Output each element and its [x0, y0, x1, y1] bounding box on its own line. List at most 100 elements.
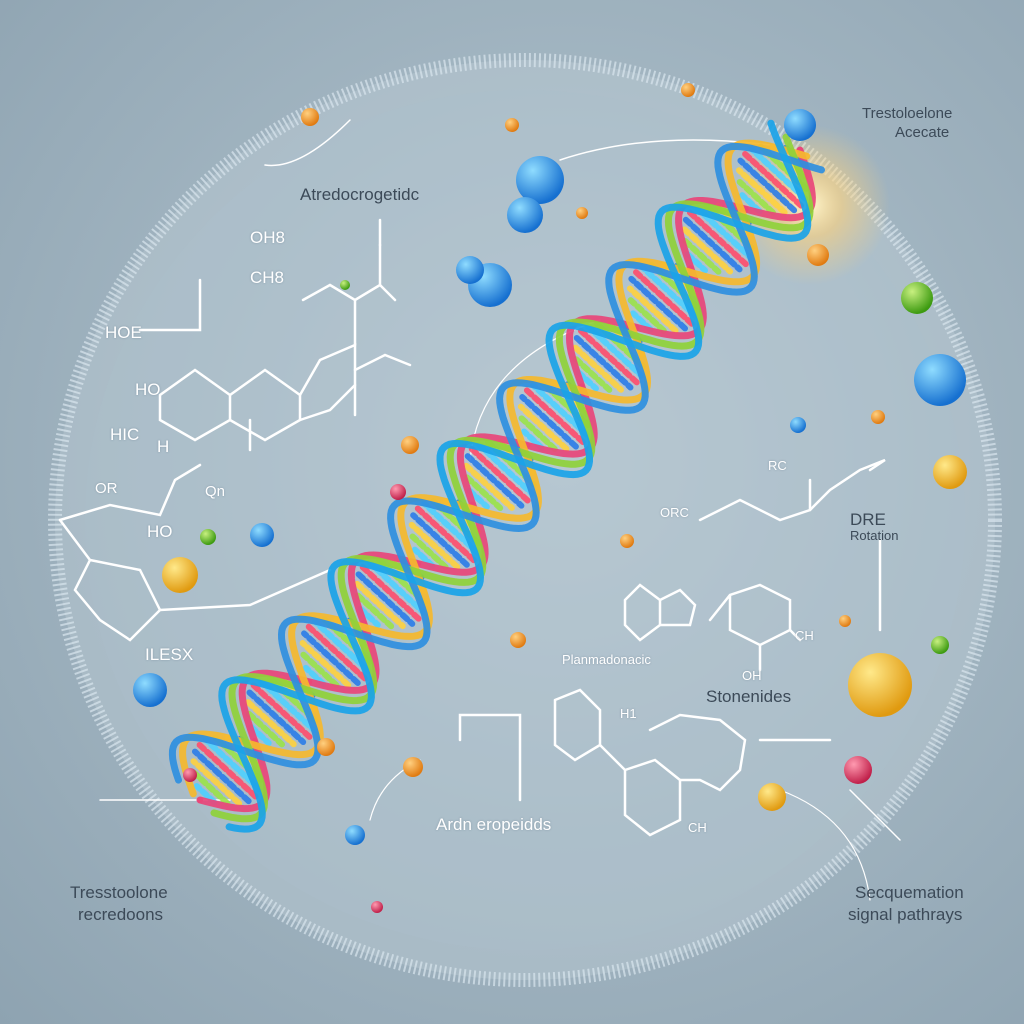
dna-base-pair: [686, 209, 750, 268]
label-ho: HO: [147, 522, 173, 541]
dna-base-pair: [518, 415, 558, 452]
dna-base-pair: [463, 462, 515, 511]
dna-base-pair: [305, 623, 368, 682]
dot-red: [844, 756, 872, 784]
label-hoe: HOE: [105, 323, 142, 342]
pill-blue: [790, 417, 806, 433]
dna-base-pair: [246, 689, 307, 746]
label-ardn-eropeidds: Ardn eropeidds: [436, 815, 552, 834]
dna-base-pair: [191, 748, 252, 805]
pill-blue: [784, 109, 816, 141]
label-ilesx: ILESX: [145, 645, 194, 664]
dna-base-pair: [626, 285, 679, 334]
dna-double-helix: [168, 119, 825, 833]
dna-base-pair: [301, 630, 361, 686]
dna-base-pair: [464, 453, 525, 509]
label-top-right-2: Acecate: [895, 124, 950, 141]
dot-orange: [807, 244, 829, 266]
label-h1: H1: [620, 706, 637, 721]
dna-base-pair: [409, 533, 449, 571]
dna-base-pair: [627, 297, 667, 334]
dna-base-pair: [300, 651, 340, 689]
dna-base-pair: [628, 275, 689, 332]
pill-blue: [456, 256, 484, 284]
dot-red: [390, 484, 406, 500]
label-bottom-left-1: Tresstoolone: [70, 883, 168, 902]
dot-orange: [681, 83, 695, 97]
label-rotation: Rotation: [850, 528, 899, 543]
label-ch-right: CH: [795, 628, 814, 643]
dna-base-pair: [523, 386, 586, 445]
dot-orange: [317, 738, 335, 756]
pill-blue: [133, 673, 167, 707]
label-ch-bottom: CH: [688, 820, 707, 835]
dna-base-pair: [359, 564, 423, 623]
dna-base-pair: [573, 356, 613, 393]
label-planmadonacic: Planmadonacic: [562, 652, 651, 667]
pill-blue: [516, 156, 564, 204]
dna-base-pair: [354, 592, 395, 630]
dot-orange: [576, 207, 588, 219]
dna-base-pair: [737, 157, 798, 214]
chemical-structures: [58, 119, 901, 901]
dna-base-pair: [519, 394, 579, 450]
dna-base-pair: [355, 571, 416, 627]
label-oh-right: OH: [742, 668, 762, 683]
dna-base-pair: [191, 769, 231, 807]
dna-base-pair: [410, 512, 470, 568]
dot-orange: [510, 632, 526, 648]
dna-base-pair: [517, 403, 570, 452]
dna-base-pair: [736, 178, 776, 216]
dot-green: [340, 280, 350, 290]
pill-yellow: [848, 653, 912, 717]
dna-strand: [218, 119, 812, 833]
dna-base-pair: [354, 580, 406, 630]
dna-base-pair: [632, 268, 695, 327]
dot-red: [183, 768, 197, 782]
dot-orange: [401, 436, 419, 454]
dna-strand: [168, 142, 825, 784]
dna-base-pair: [190, 758, 243, 807]
label-hic: HIC: [110, 425, 140, 444]
dna-base-pair: [573, 334, 634, 391]
dna-base-pair: [682, 238, 722, 275]
dna-base-pair: [464, 474, 504, 512]
dna-base-pair: [196, 741, 259, 800]
dna-base-pair: [468, 445, 532, 505]
dot-red: [371, 901, 383, 913]
label-stonenides: Stonenides: [706, 687, 792, 706]
dot-orange: [505, 118, 519, 132]
dna-base-pair: [299, 640, 352, 689]
pill-blue: [507, 197, 543, 233]
label-h: H: [157, 437, 170, 456]
molecule-beads: [133, 83, 967, 913]
dna-base-pair: [572, 344, 625, 393]
pill-green: [901, 282, 933, 314]
pill-yellow: [758, 783, 786, 811]
dna-base-pair: [414, 505, 477, 564]
dna-base-pair: [408, 521, 461, 570]
dna-base-pair: [245, 710, 286, 748]
label-orc: ORC: [660, 505, 689, 520]
label-or: OR: [95, 480, 118, 497]
pill-yellow: [933, 455, 967, 489]
label-atredocrogetidc: Atredocrogetidc: [300, 185, 420, 204]
dna-base-pair: [741, 150, 804, 209]
dna-base-pair: [250, 682, 314, 741]
label-oh8: OH8: [250, 228, 285, 247]
label-qn: Qn: [205, 483, 226, 500]
dot-green: [200, 529, 216, 545]
dot-orange: [403, 757, 423, 777]
dna-base-pair: [682, 216, 743, 273]
dot-orange: [301, 108, 319, 126]
label-dre: DRE: [850, 510, 886, 529]
label-bottom-right-2: signal pathrays: [848, 905, 963, 924]
dna-base-pair: [577, 327, 641, 386]
dot-orange: [839, 615, 851, 627]
label-bottom-right-1: Secquemation: [855, 883, 964, 902]
dot-orange: [620, 534, 634, 548]
label-bottom-left-2: recredoons: [78, 905, 164, 924]
dot-green: [931, 636, 949, 654]
pill-blue: [250, 523, 274, 547]
